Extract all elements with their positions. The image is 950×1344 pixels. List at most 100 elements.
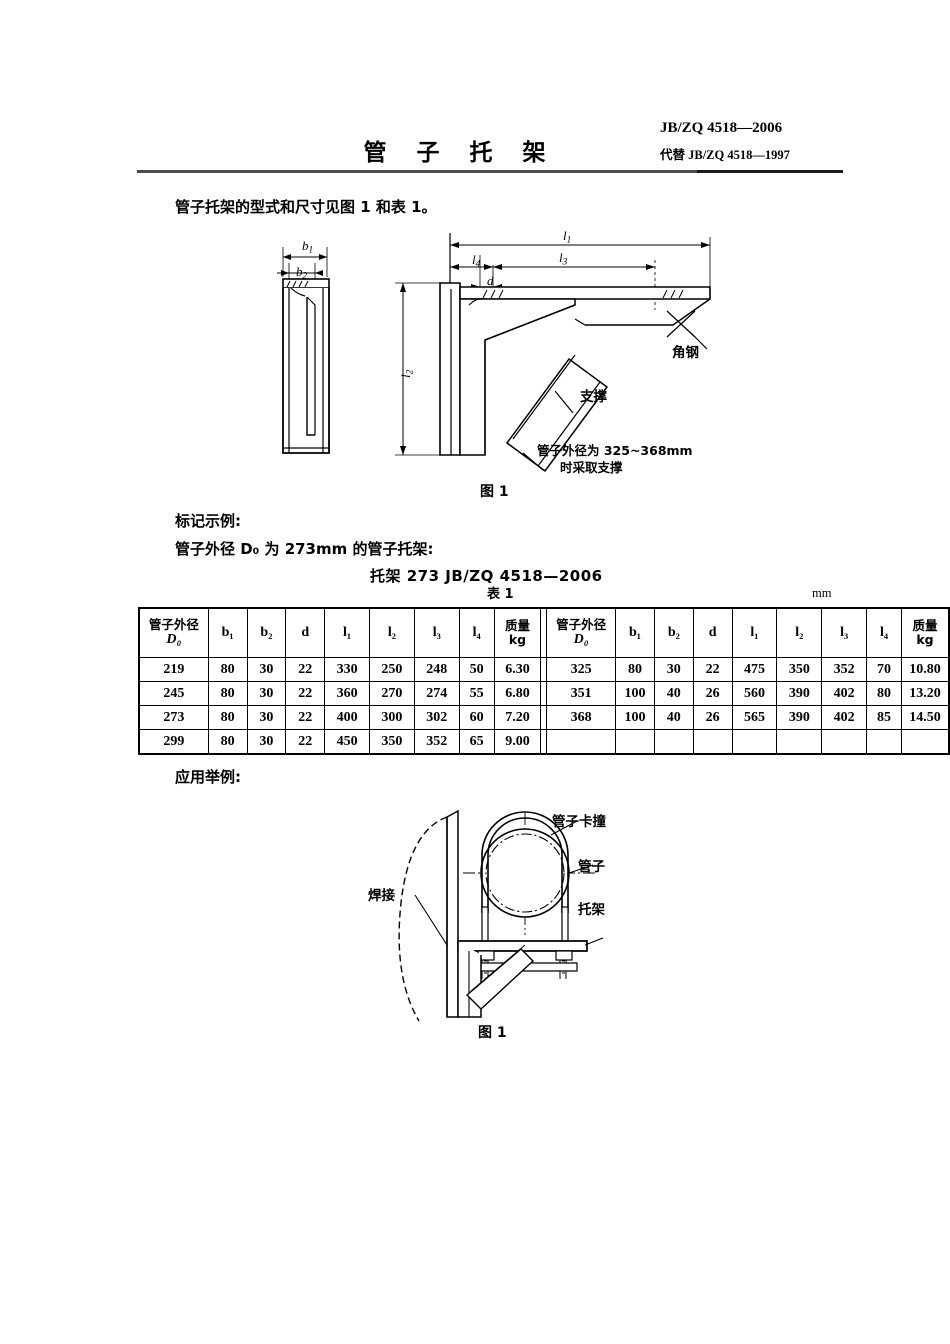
col-header-b2-left: b₂ xyxy=(246,607,287,658)
cell-d: 22 xyxy=(285,729,326,755)
cell-d xyxy=(692,729,733,755)
dim-label-b2: b2 xyxy=(296,264,308,282)
col-header-l2-left: l₂ xyxy=(369,607,415,658)
label-brace-note-line1: 管子外径为 325~368mm xyxy=(537,443,693,458)
cell-l3: 274 xyxy=(413,681,460,706)
cell-l3: 352 xyxy=(821,657,868,682)
col-header-mass-left-line2: kg xyxy=(508,632,527,647)
table-caption: 表 1 xyxy=(487,587,514,602)
cell-l1: 450 xyxy=(324,729,370,755)
col-header-mass-right: 质量 kg xyxy=(900,607,950,658)
designation-example: 托架 273 JB/ZQ 4518—2006 xyxy=(370,567,603,585)
cell-b2: 30 xyxy=(246,705,287,730)
col-header-d-left: d xyxy=(285,607,326,658)
cell-d: 22 xyxy=(692,657,733,682)
cell-d: 26 xyxy=(692,681,733,706)
cell-l2: 390 xyxy=(776,705,823,730)
cell-d: 22 xyxy=(285,705,326,730)
page-title: 管 子 托 架 xyxy=(363,140,557,166)
cell-l1: 360 xyxy=(324,681,370,706)
cell-l4: 60 xyxy=(458,705,495,730)
cell-mass: 14.50 xyxy=(900,705,950,730)
col-header-l3-right: l₃ xyxy=(821,607,868,658)
cell-d: 26 xyxy=(692,705,733,730)
cell-b2: 30 xyxy=(246,681,287,706)
dim-label-d: d xyxy=(487,273,494,288)
cell-b1: 80 xyxy=(615,657,655,682)
col-header-mass-left-line1: 质量 xyxy=(504,617,530,633)
label-pipe: 管子 xyxy=(578,859,605,875)
cell-b2: 30 xyxy=(246,657,287,682)
cell-l2: 250 xyxy=(369,657,415,682)
cell-l4: 65 xyxy=(458,729,495,755)
cell-l2 xyxy=(776,729,823,755)
cell-l2: 390 xyxy=(776,681,823,706)
cell-d0: 351 xyxy=(546,681,617,706)
dim-label-l3: l3 xyxy=(559,250,568,268)
header-divider xyxy=(137,170,843,173)
cell-l1: 400 xyxy=(324,705,370,730)
cell-d0: 273 xyxy=(137,705,209,730)
cell-d0: 245 xyxy=(137,681,209,706)
cell-b2: 30 xyxy=(653,657,694,682)
marking-label: 标记示例: xyxy=(175,512,241,530)
cell-l3: 402 xyxy=(821,705,868,730)
label-weld: 焊接 xyxy=(368,888,395,904)
dim-label-b1: b1 xyxy=(302,238,314,256)
dim-label-l2: l2 xyxy=(398,369,416,378)
figure-2-caption: 图 1 xyxy=(478,1025,507,1041)
cell-l4: 50 xyxy=(458,657,495,682)
col-header-l1-right: l₁ xyxy=(731,607,778,658)
cell-b1: 80 xyxy=(207,657,248,682)
cell-mass: 10.80 xyxy=(900,657,950,682)
label-angle-steel: 角钢 xyxy=(672,345,699,361)
col-header-mass-right-line1: 质量 xyxy=(912,617,938,633)
cell-d: 22 xyxy=(285,657,326,682)
col-header-d-right: d xyxy=(692,607,733,658)
cell-b1 xyxy=(615,729,655,755)
cell-d: 22 xyxy=(285,681,326,706)
table-row: 273 80 30 22 400 300 302 60 7.20 368 100… xyxy=(137,705,950,730)
figure-1-caption: 图 1 xyxy=(480,484,509,500)
cell-l4: 80 xyxy=(866,681,902,706)
label-brace: 支撑 xyxy=(580,389,607,405)
cell-l4: 55 xyxy=(458,681,495,706)
col-header-l4-left: l₄ xyxy=(458,607,495,658)
cell-b1: 100 xyxy=(615,681,655,706)
application-label: 应用举例: xyxy=(175,768,241,786)
col-header-d0-left-line2: D₀ xyxy=(166,632,182,648)
dim-label-l1: l1 xyxy=(563,228,572,246)
cell-l4: 85 xyxy=(866,705,902,730)
cell-b2 xyxy=(653,729,694,755)
col-header-l4-right: l₄ xyxy=(866,607,902,658)
cell-l2: 350 xyxy=(776,657,823,682)
cell-b2: 40 xyxy=(653,681,694,706)
cell-d0 xyxy=(546,729,617,755)
standard-number: JB/ZQ 4518—2006 xyxy=(660,120,783,136)
cell-mass xyxy=(900,729,950,755)
cell-mass: 13.20 xyxy=(900,681,950,706)
cell-l2: 270 xyxy=(369,681,415,706)
cell-l1: 475 xyxy=(731,657,778,682)
cell-l1: 565 xyxy=(731,705,778,730)
cell-b1: 80 xyxy=(207,681,248,706)
col-header-d0-right-line2: D₀ xyxy=(573,632,589,648)
cell-l1 xyxy=(731,729,778,755)
cell-l4 xyxy=(866,729,902,755)
cell-l2: 350 xyxy=(369,729,415,755)
label-brace-note-line2: 时采取支撑 xyxy=(560,460,623,475)
cell-mass: 9.00 xyxy=(493,729,542,755)
col-header-l1-left: l₁ xyxy=(324,607,370,658)
cell-l3: 352 xyxy=(413,729,460,755)
cell-d0: 368 xyxy=(546,705,617,730)
col-header-l3-left: l₃ xyxy=(413,607,460,658)
intro-text: 管子托架的型式和尺寸见图 1 和表 1。 xyxy=(175,198,437,216)
col-header-b1-left: b₁ xyxy=(207,607,248,658)
cell-mass: 7.20 xyxy=(493,705,542,730)
cell-l2: 300 xyxy=(369,705,415,730)
cell-b1: 80 xyxy=(207,729,248,755)
cell-l4: 70 xyxy=(866,657,902,682)
table-row: 245 80 30 22 360 270 274 55 6.80 351 100… xyxy=(137,681,950,706)
table-row: 299 80 30 22 450 350 352 65 9.00 xyxy=(137,729,950,755)
